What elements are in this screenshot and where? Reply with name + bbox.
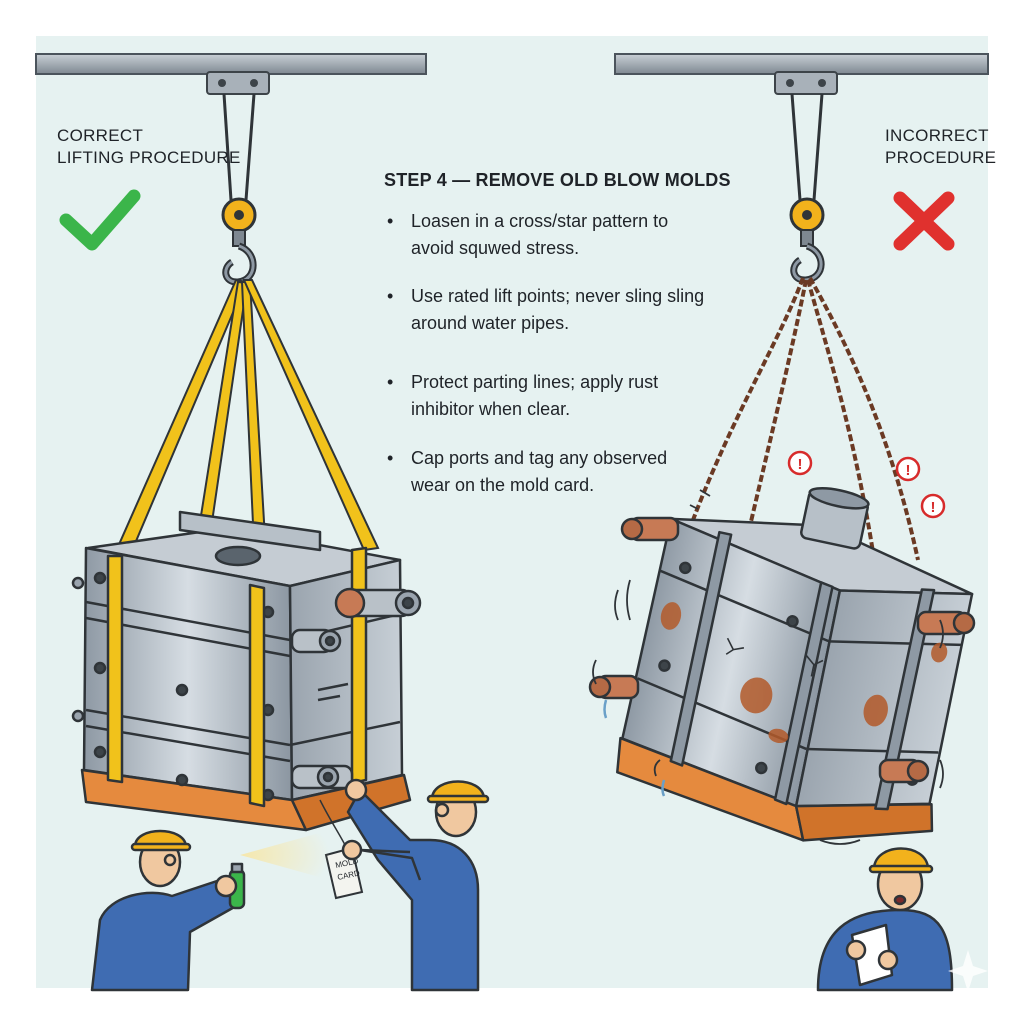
spray-mist bbox=[240, 830, 330, 880]
mold-card-tag: MOLD CARD bbox=[319, 799, 364, 900]
correct-label-line-2: LIFTING PROCEDURE bbox=[57, 148, 241, 167]
cross-icon bbox=[893, 191, 955, 251]
worker-spraying bbox=[90, 829, 246, 992]
check-icon bbox=[59, 189, 141, 251]
leaking-ports bbox=[588, 516, 976, 797]
step-item: Use rated lift points; never sling sling… bbox=[380, 283, 710, 337]
worker-tagging bbox=[341, 778, 490, 992]
hoist-hook-right bbox=[789, 93, 825, 284]
shake-lines bbox=[592, 489, 944, 845]
svg-text:!: ! bbox=[798, 456, 803, 473]
step-item: Loasen in a cross/star pattern to avoid … bbox=[380, 208, 710, 262]
svg-text:!: ! bbox=[931, 499, 936, 516]
step-item: Protect parting lines; apply rust inhibi… bbox=[380, 369, 710, 423]
mold-block-incorrect bbox=[616, 487, 974, 842]
sparkle-icon bbox=[948, 950, 988, 992]
hoist-hook-left bbox=[221, 93, 257, 286]
mold-block-correct bbox=[71, 510, 422, 832]
incorrect-label-line-2: PROCEDURE bbox=[885, 148, 997, 167]
step-instructions-list: Loasen in a cross/star pattern to avoid … bbox=[380, 208, 710, 499]
overhead-rail-left bbox=[35, 53, 427, 95]
correct-label-line-1: CORRECT bbox=[57, 126, 144, 145]
incorrect-label-line-1: INCORRECT bbox=[885, 126, 989, 145]
svg-text:!: ! bbox=[906, 462, 911, 479]
step-title: STEP 4 — REMOVE OLD BLOW MOLDS bbox=[384, 170, 731, 190]
step-item: Cap ports and tag any observed wear on t… bbox=[380, 445, 710, 499]
overhead-rail-right bbox=[614, 53, 989, 95]
warning-icon: ! ! ! bbox=[787, 450, 946, 519]
incorrect-procedure-label: INCORRECT PROCEDURE bbox=[885, 125, 997, 169]
worker-worried bbox=[816, 847, 954, 992]
correct-procedure-label: CORRECT LIFTING PROCEDURE bbox=[57, 125, 257, 169]
